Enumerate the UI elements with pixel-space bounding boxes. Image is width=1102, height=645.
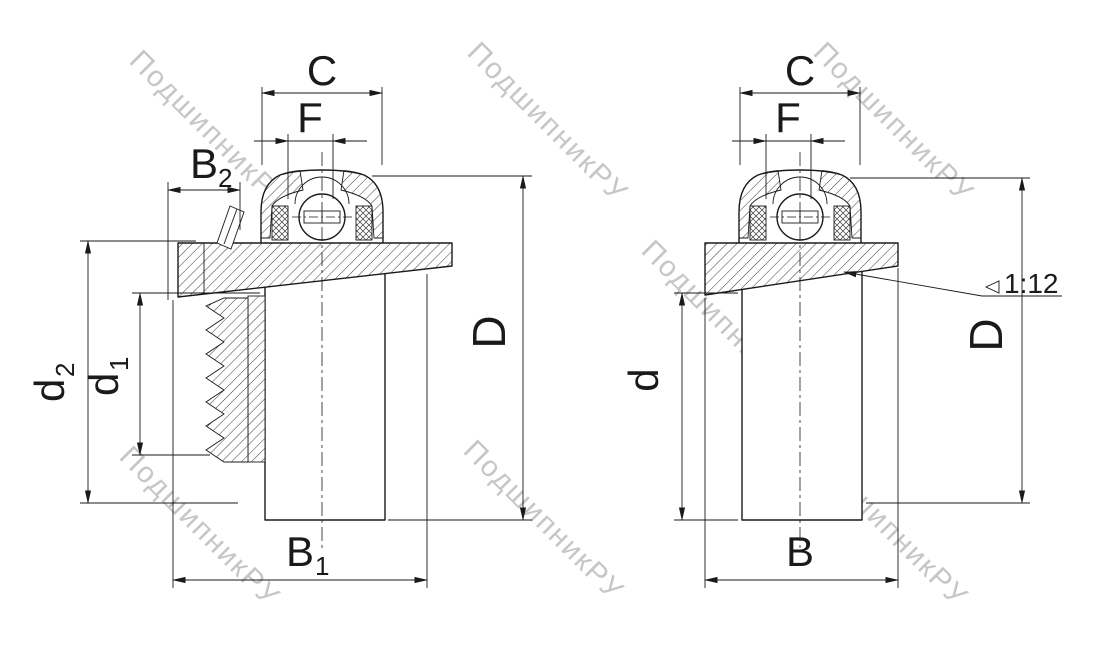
inner-ring-band-hatch (705, 243, 898, 295)
outer-ring-section-left-outline (260, 170, 304, 239)
leader-line (843, 271, 983, 297)
dim-label-f: F (297, 94, 323, 141)
seal-left-outline (749, 205, 767, 241)
dim-d-outer-right: D (850, 177, 1030, 504)
taper-label: 1:12 (1004, 268, 1059, 299)
dim-label-c: C (785, 47, 815, 94)
seal-right-outline (833, 205, 851, 241)
right-view: C F 1:12 d D (620, 47, 1062, 588)
seal-right (834, 206, 850, 240)
dim-d2-left: d 2 (26, 240, 238, 504)
dim-label-d2-main: d (26, 379, 73, 402)
dim-f-right: F (732, 94, 845, 199)
dim-f-left: F (254, 94, 367, 199)
seal-right-outline (355, 205, 373, 241)
dim-label-b1-main: B (286, 528, 314, 575)
dim-label-d1-sub: 1 (104, 357, 134, 371)
inner-ring-band-outline (704, 242, 899, 296)
locknut-hatch (206, 298, 248, 462)
seal-left (272, 206, 288, 240)
outer-ring-section-right-outline (818, 170, 862, 239)
sleeve-band-outline (177, 242, 453, 298)
shaft-bg (742, 250, 862, 520)
dim-b2-left: B 2 (167, 140, 241, 300)
taper-callout: 1:12 (843, 268, 1062, 299)
seal-left (750, 206, 766, 240)
dim-label-d2-sub: 2 (50, 363, 80, 377)
taper-symbol-icon (984, 280, 1000, 294)
washer-tab-line (223, 208, 238, 245)
dim-label-d1-main: d (80, 373, 127, 396)
dim-b1-left: B 1 (172, 274, 428, 588)
dim-label-b2-sub: 2 (218, 163, 232, 193)
left-view: C F B 2 d 2 (26, 47, 532, 588)
sleeve-band-hatch (178, 243, 452, 297)
outer-ring-section-left-outline (738, 170, 782, 239)
dim-label-d-outer: D (463, 315, 515, 348)
outer-ring-section-right (341, 170, 383, 238)
seal-right (356, 206, 372, 240)
dim-label-b2: B 2 (190, 140, 232, 193)
watermark-text: ПодшипникРУ (113, 440, 286, 613)
dim-b-right: B (704, 268, 899, 588)
dim-label-b: B (786, 528, 814, 575)
dim-label-d2: d 2 (26, 363, 80, 402)
washer-tab (216, 205, 245, 250)
dim-d-right: d (620, 292, 738, 521)
dim-label-d1: d 1 (80, 357, 134, 396)
dim-d-outer-left: D (372, 175, 532, 521)
dim-c-left: C (261, 47, 383, 165)
dim-label-b2-main: B (190, 140, 218, 187)
dim-label-b1: B 1 (286, 528, 329, 581)
dim-label-f: F (775, 94, 801, 141)
sleeve-thread-hatch (248, 296, 265, 462)
outer-ring-section-left (261, 170, 303, 238)
dim-c-right: C (739, 47, 861, 165)
dim-label-b1-sub: 1 (315, 551, 329, 581)
watermark-text: ПодшипникРУ (457, 434, 630, 607)
shaft-bg (265, 250, 385, 520)
dim-d1-left: d 1 (80, 292, 260, 456)
locknut-outline (205, 297, 249, 463)
dim-label-d: d (620, 368, 667, 391)
seal-left-outline (271, 205, 289, 241)
outer-ring-section-right-outline (340, 170, 384, 239)
watermark-text: ПодшипникРУ (461, 36, 634, 209)
outer-ring-section-right (819, 170, 861, 238)
dim-label-d-outer: D (960, 318, 1012, 351)
dim-label-c: C (307, 47, 337, 94)
outer-ring-section-left (739, 170, 781, 238)
